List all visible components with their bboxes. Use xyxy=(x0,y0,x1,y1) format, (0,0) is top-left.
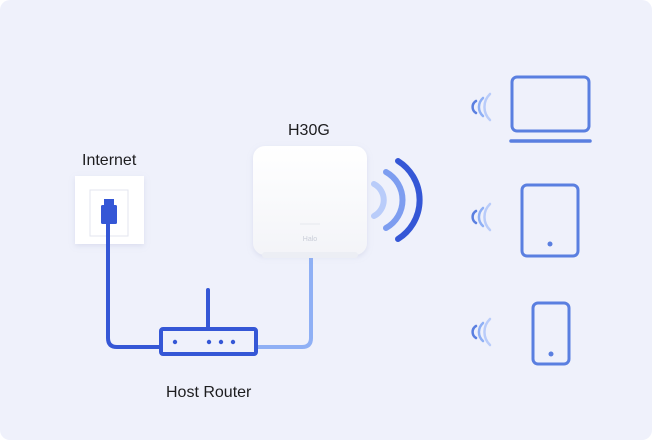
device-label: H30G xyxy=(288,122,330,139)
tablet-icon xyxy=(520,183,580,258)
wifi-signal-icon xyxy=(471,92,492,122)
wifi-signal-icon xyxy=(471,202,492,232)
router-icon xyxy=(159,288,258,356)
wifi-signal-icon xyxy=(471,317,492,347)
ethernet-cable-to-h30g xyxy=(254,254,313,349)
ethernet-plug-icon xyxy=(101,199,117,224)
internet-cable xyxy=(106,220,162,349)
phone-icon xyxy=(531,301,571,366)
wifi-signal-icon xyxy=(371,158,423,242)
laptop-icon xyxy=(509,75,592,143)
internet-label: Internet xyxy=(82,152,137,169)
router-label: Host Router xyxy=(166,384,252,401)
device-brand-text: Halo xyxy=(303,236,318,243)
mesh-unit-icon xyxy=(253,146,367,258)
